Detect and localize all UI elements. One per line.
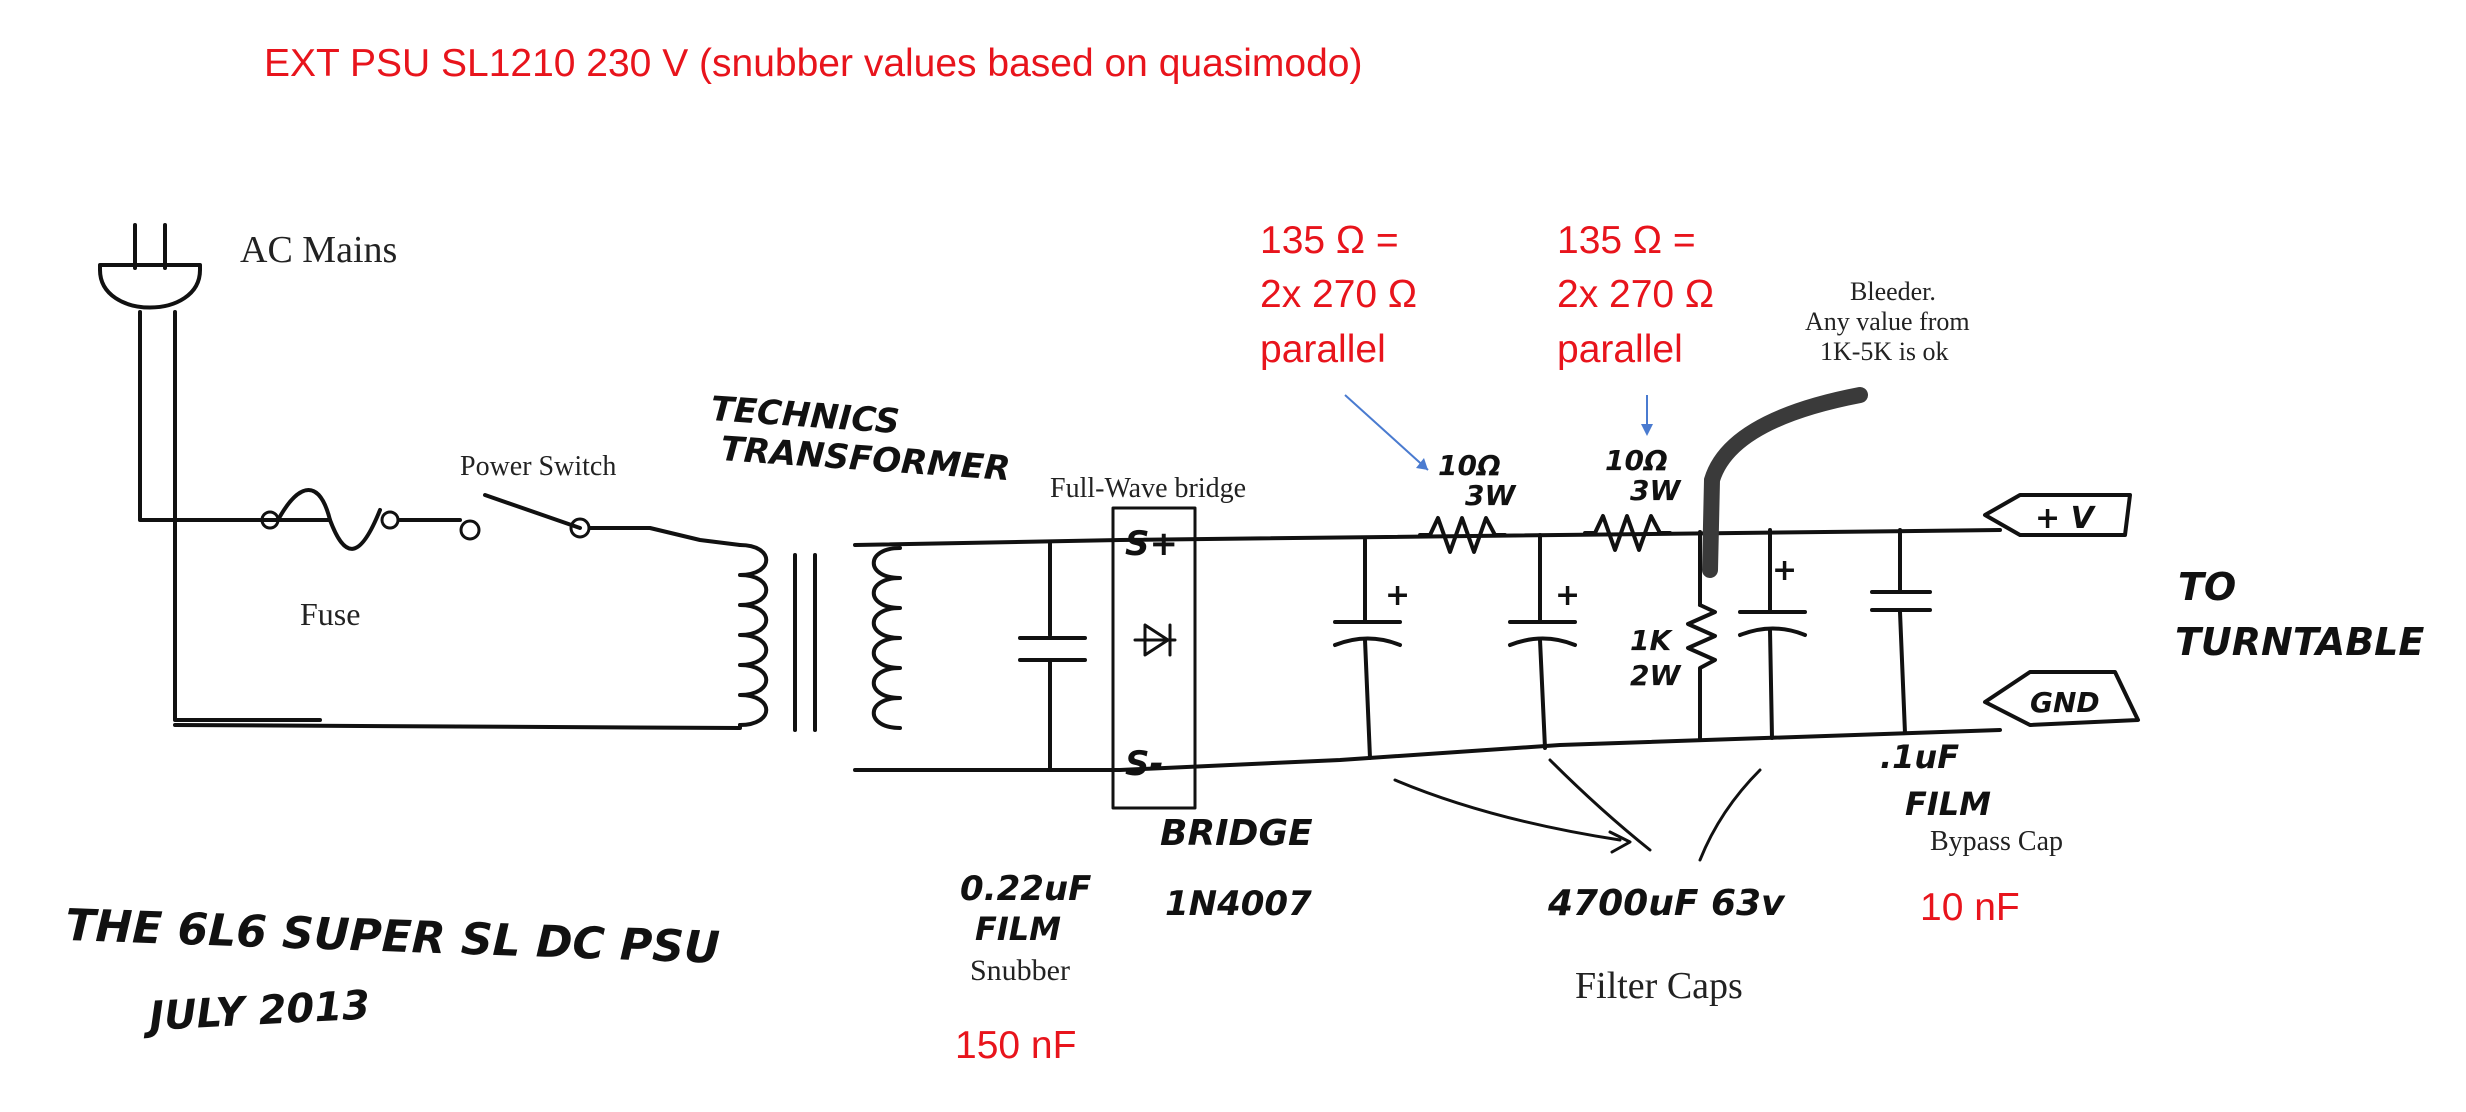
transformer-icon [173,543,902,732]
bleeder-resistor-icon [1686,530,1717,742]
svg-text:GND: GND [2030,686,2100,719]
bleeder-annotation-3: 1K-5K is ok [1820,337,1949,366]
to-label-2: TURNTABLE [2175,620,2424,664]
resistor-2-value: 10Ω [1605,444,1668,477]
svg-text:S+: S+ [1125,524,1178,564]
r2-annotation-2: 2x 270 Ω [1557,273,1714,316]
resistor-1-icon [1418,516,1507,554]
filter-capacitor-2-icon: + [1508,533,1580,750]
fuse-icon [198,488,400,551]
svg-text:S-: S- [1125,744,1164,784]
filter-capacitor-3-icon: + [1738,528,1807,740]
filter-caps-label: Filter Caps [1575,965,1743,1007]
resistor-1-power: 3W [1465,479,1516,512]
bleeder-power: 2W [1630,659,1681,692]
bypass-capacitor-icon [1870,528,1932,735]
bleeder-value: 1K [1630,624,1673,657]
svg-text:+: + [1555,578,1580,613]
snubber-value: 0.22uF [960,869,1091,909]
footer-title: THE 6L6 SUPER SL DC PSU [65,900,721,974]
snubber-override: 150 nF [955,1024,1076,1067]
bridge-part-label: 1N4007 [1165,884,1312,924]
bridge-label: BRIDGE [1160,813,1313,854]
ac-mains-label: AC Mains [240,229,397,271]
bypass-film: FILM [1905,785,1991,823]
fuse-label: Fuse [300,596,360,632]
annotation-arrow-2 [1641,395,1653,436]
r1-annotation-3: parallel [1260,328,1386,371]
filter-caps-value: 4700uF 63v [1547,883,1786,924]
annotation-arrow-1 [1344,394,1429,471]
r1-annotation-1: 135 Ω = [1260,219,1399,262]
snubber-capacitor-icon [1018,540,1087,772]
bypass-label: Bypass Cap [1930,826,2063,857]
filter-capacitor-1-icon: + [1333,538,1410,760]
output-plus-terminal: + V [1983,493,2132,537]
footer-date: JULY 2013 [141,982,371,1040]
bridge-rectifier-icon: S+ S- [1111,506,1197,810]
resistor-1-value: 10Ω [1438,449,1501,482]
ac-plug-icon [98,223,332,722]
svg-text:+ V: + V [2035,501,2097,536]
r2-annotation-1: 135 Ω = [1557,219,1696,262]
power-switch-label: Power Switch [460,451,616,482]
svg-text:+: + [1385,578,1410,613]
power-switch-icon [459,493,591,541]
to-label-1: TO [2178,565,2236,609]
bypass-override: 10 nF [1920,886,2020,929]
svg-text:+: + [1772,553,1797,588]
r1-annotation-2: 2x 270 Ω [1260,273,1417,316]
full-wave-bridge-label: Full-Wave bridge [1050,473,1246,504]
bleeder-annotation-1: Bleeder. [1850,277,1936,306]
resistor-2-power: 3W [1630,474,1681,507]
r2-annotation-3: parallel [1557,328,1683,371]
snubber-label: Snubber [970,954,1070,987]
output-gnd-terminal: GND [1983,670,2140,727]
snubber-film: FILM [975,910,1061,948]
bypass-value: .1uF [1880,738,1959,776]
bleeder-annotation-2: Any value from [1805,307,1970,336]
filter-caps-arrows [1393,758,1762,862]
bleeder-marker [1702,387,1868,578]
page-title: EXT PSU SL1210 230 V (snubber values bas… [264,42,1362,85]
resistor-2-icon [1583,514,1672,552]
